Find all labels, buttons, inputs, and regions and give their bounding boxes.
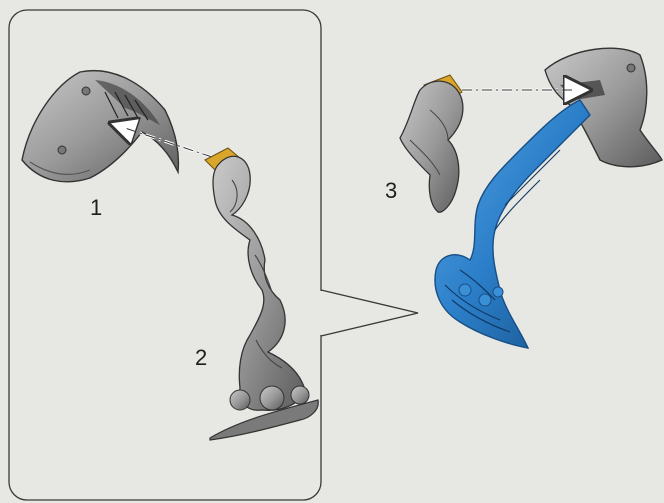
step-label-1: 1 bbox=[90, 197, 102, 219]
callout-pointer-icon bbox=[321, 290, 418, 336]
arm-with-base-part bbox=[205, 148, 318, 440]
step-label-3: 3 bbox=[385, 180, 397, 202]
arm-piece-part bbox=[400, 75, 463, 212]
step-label-2: 2 bbox=[195, 347, 207, 369]
claw-head-part bbox=[22, 71, 178, 182]
assembled-model bbox=[435, 48, 662, 348]
